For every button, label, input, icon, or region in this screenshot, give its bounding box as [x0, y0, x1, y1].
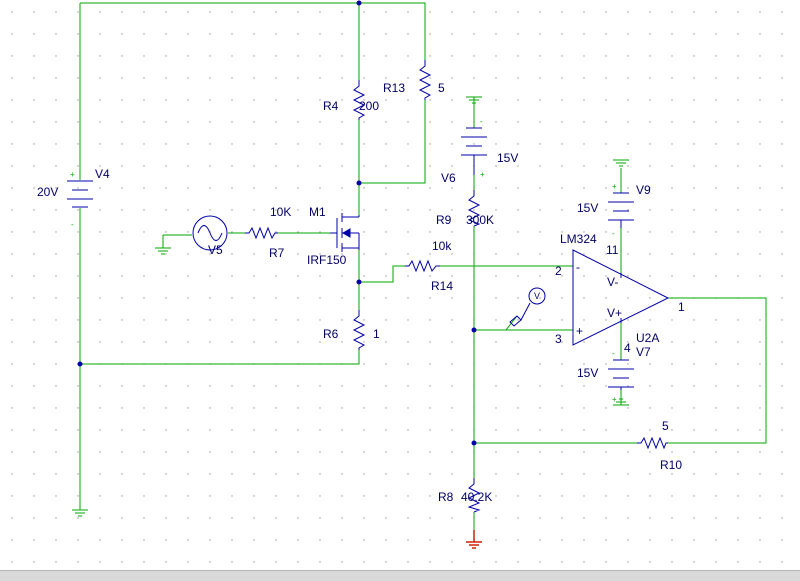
resistor-r4[interactable]: R4 200	[323, 80, 379, 120]
opamp-part: LM324	[560, 232, 597, 246]
voltage-source-v5[interactable]: V5	[192, 215, 228, 257]
v4-value: 20V	[37, 185, 58, 199]
opamp-vminus: V-	[607, 275, 618, 289]
pin-3: 3	[555, 332, 562, 346]
opamp-label: U2A	[636, 331, 659, 345]
battery-v9[interactable]: + - V9 15V	[577, 182, 651, 238]
wires	[79, 2, 767, 530]
v4-minus: -	[71, 220, 74, 229]
v9-minus: -	[612, 229, 615, 238]
wire-source-r14	[359, 265, 405, 283]
ground-icon	[613, 159, 629, 167]
r4-label: R4	[323, 99, 339, 113]
r10-value: 5	[662, 419, 669, 433]
mosfet-m1[interactable]: M1 IRF150	[307, 205, 360, 267]
v6-label: V6	[441, 171, 456, 185]
resistor-r8[interactable]: R8 40.2K	[438, 478, 492, 513]
voltage-probe[interactable]: V	[509, 287, 546, 327]
r7-value: 10K	[270, 205, 291, 219]
v4-plus: +	[70, 170, 75, 179]
r14-label: R14	[431, 279, 453, 293]
r7-label: R7	[269, 246, 285, 260]
battery-v7[interactable]: - + V7 15V	[577, 345, 651, 404]
pin-2: 2	[555, 264, 562, 278]
probe-tip-icon	[509, 315, 522, 327]
wire-r13-bottom	[359, 100, 426, 184]
wire-top-rail	[80, 2, 426, 60]
junction-dot	[356, 180, 362, 186]
resistor-r7[interactable]: 10K R7	[245, 205, 291, 260]
v6-plus: +	[480, 170, 485, 179]
v6-minus: -	[480, 117, 483, 126]
opamp-plus: +	[576, 324, 583, 338]
r10-label: R10	[660, 458, 682, 472]
resistor-r14[interactable]: 10k R14	[405, 239, 453, 293]
r14-value: 10k	[432, 239, 452, 253]
ground-ref-icon	[466, 530, 482, 549]
r6-label: R6	[323, 327, 339, 341]
ground-icon	[613, 398, 629, 406]
r9-value: 300K	[466, 213, 494, 227]
v9-value: 15V	[577, 201, 598, 215]
pin-4: 4	[624, 341, 631, 355]
v9-label: V9	[636, 183, 651, 197]
r8-label: R8	[438, 490, 454, 504]
pin-1: 1	[678, 300, 685, 314]
resistor-r6[interactable]: R6 1	[323, 310, 380, 350]
junction-dot	[471, 440, 477, 446]
status-bar	[0, 570, 800, 581]
v7-label: V7	[636, 345, 651, 359]
v7-value: 15V	[577, 366, 598, 380]
battery-v4[interactable]: + - V4 20V	[37, 167, 110, 229]
ground-icon	[466, 96, 482, 104]
wire-feedback-output	[668, 297, 767, 444]
v5-label: V5	[208, 243, 223, 257]
r9-label: R9	[436, 213, 452, 227]
r6-value: 1	[373, 327, 380, 341]
resistor-r13[interactable]: R13 5	[383, 60, 445, 100]
junction-dot	[471, 327, 477, 333]
battery-v6[interactable]: - + V6 15V	[441, 117, 518, 185]
grid-dots	[11, 11, 783, 563]
r8-value: 40.2K	[461, 490, 492, 504]
ground-icon	[155, 247, 171, 255]
m1-part: IRF150	[307, 253, 347, 267]
v7-plus: +	[612, 395, 617, 404]
r13-value: 5	[438, 81, 445, 95]
opamp-minus: -	[576, 260, 580, 274]
probe-label: V	[534, 291, 540, 301]
r13-label: R13	[383, 81, 405, 95]
v9-plus: +	[612, 182, 617, 191]
opamp-vplus: V+	[607, 306, 622, 320]
m1-label: M1	[309, 205, 326, 219]
v6-value: 15V	[497, 151, 518, 165]
r4-value: 200	[359, 99, 379, 113]
resistor-r10[interactable]: 5 R10	[637, 419, 682, 472]
junction-dot	[356, 279, 362, 285]
wire-r6-return	[80, 350, 360, 365]
junction-dot	[356, 0, 362, 6]
junctions	[77, 0, 477, 446]
junction-dot	[77, 361, 83, 367]
v7-minus: -	[612, 349, 615, 358]
pin-11: 11	[606, 243, 619, 257]
ground-icon	[72, 509, 88, 517]
opamp-u2a[interactable]: - + V- V+ 2 3 11 1 4 LM324 U2A	[555, 232, 685, 355]
v4-label: V4	[95, 167, 110, 181]
resistor-r9[interactable]: R9 300K	[436, 190, 494, 227]
